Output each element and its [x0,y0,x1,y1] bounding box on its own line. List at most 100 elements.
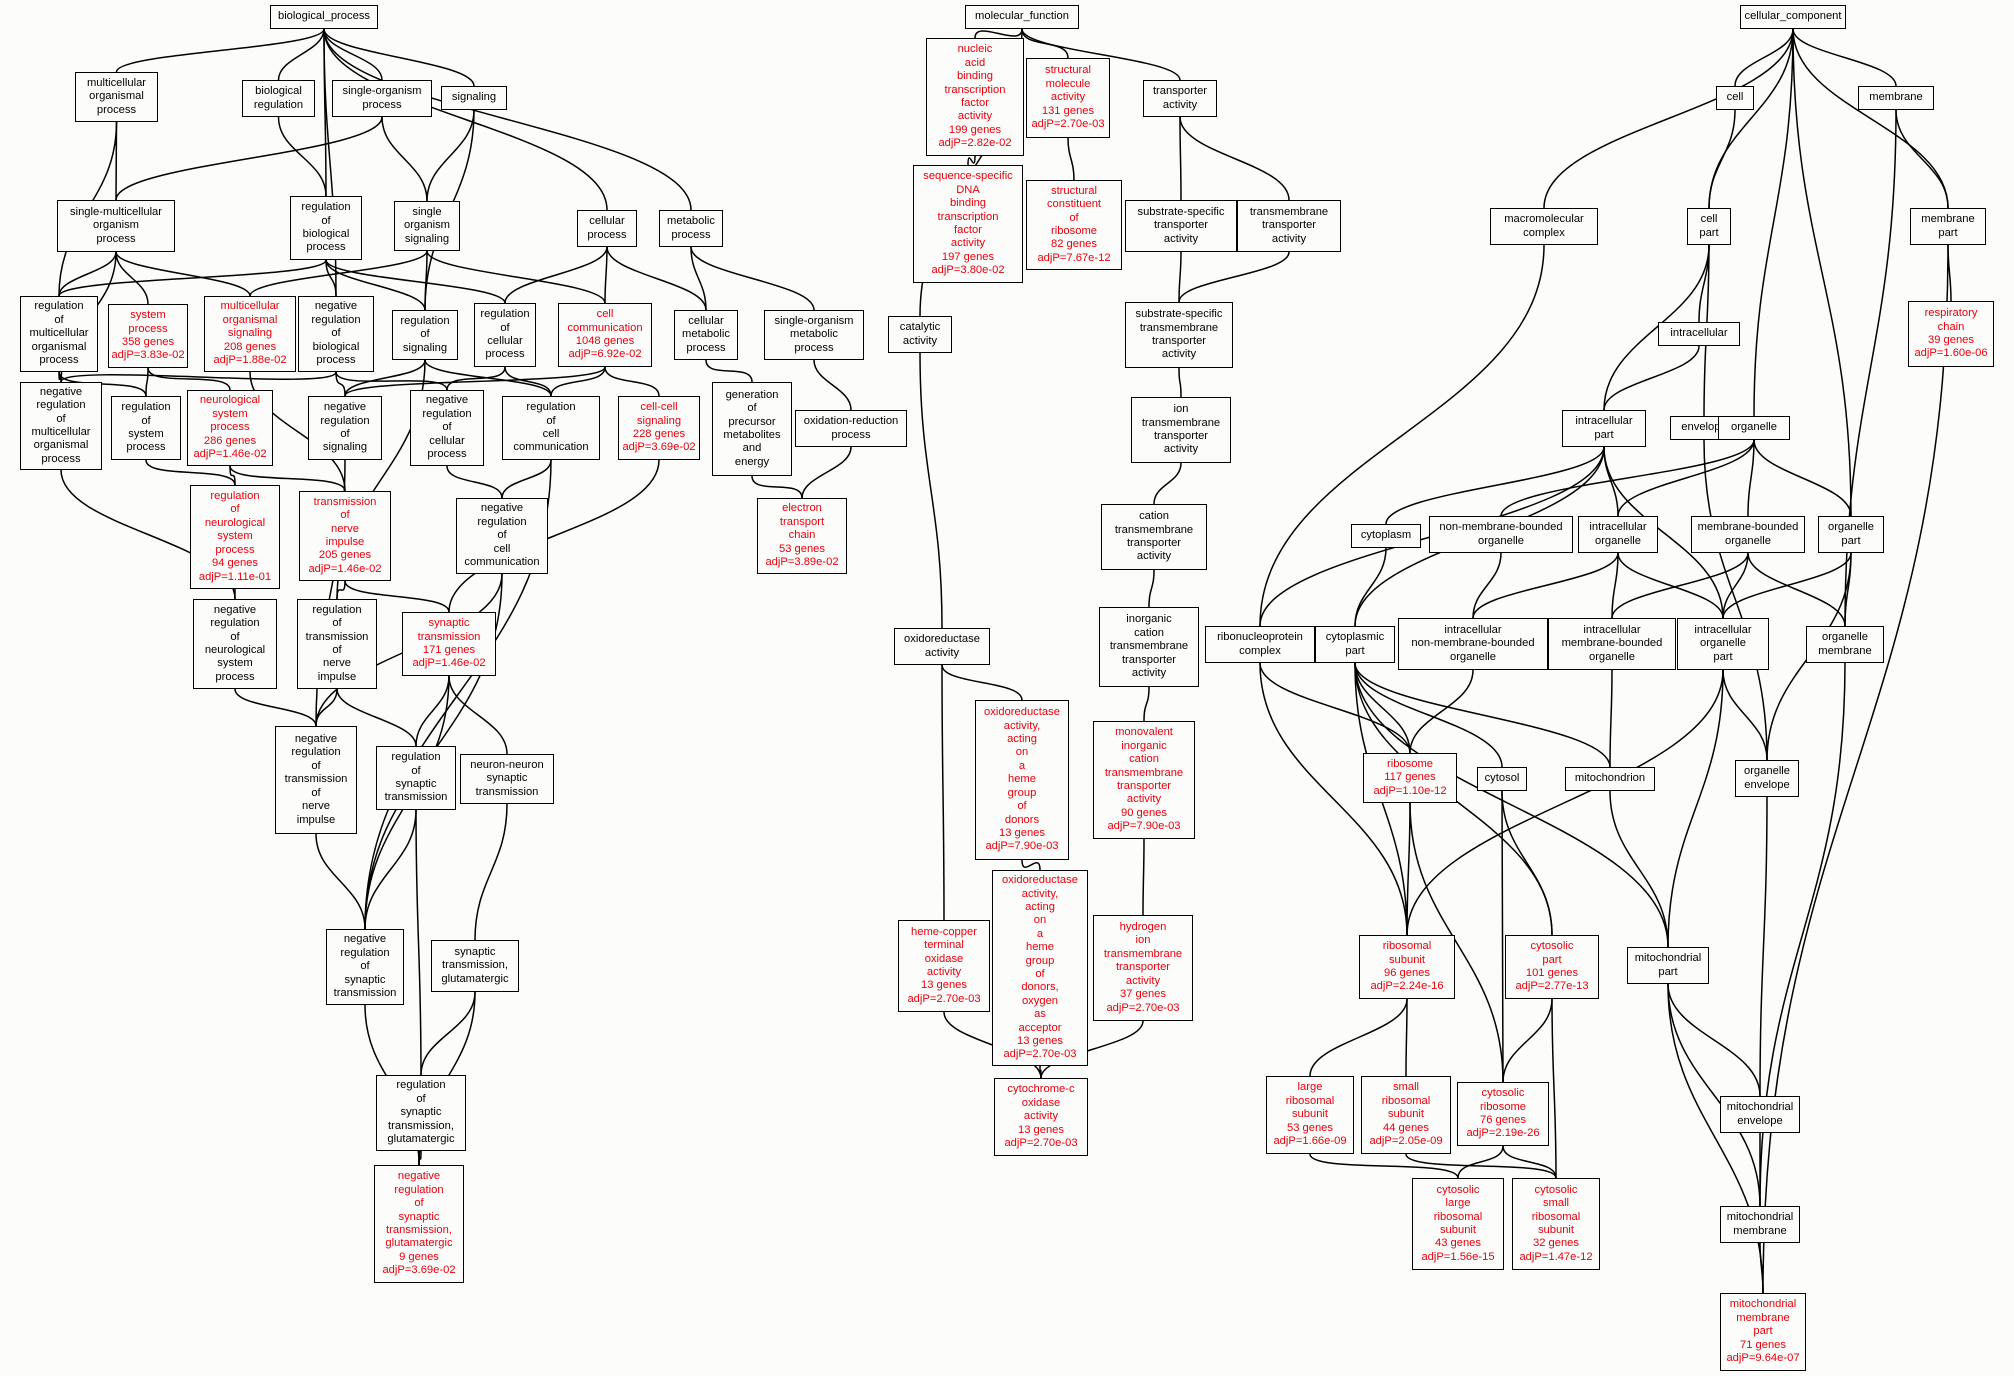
go-term-node-hydrogen[interactable]: hydrogen ion transmembrane transporter a… [1093,915,1193,1021]
go-term-node-resp[interactable]: respiratory chain 39 genes adjP=1.60e-06 [1908,301,1994,367]
go-term-node-regst[interactable]: regulation of synaptic transmission [376,746,456,810]
go-term-node-negregcp[interactable]: negative regulation of cellular process [410,390,484,466]
go-term-node-tmtrans[interactable]: transmembrane transporter activity [1237,200,1341,252]
go-term-node-icnmbo[interactable]: intracellular non-membrane-bounded organ… [1398,618,1548,670]
go-term-node-oxred[interactable]: oxidation-reduction process [795,410,907,447]
go-term-node-orgenv[interactable]: organelle envelope [1735,760,1799,797]
go-term-node-sysproc[interactable]: system process 358 genes adjP=3.83e-02 [108,304,188,368]
go-term-node-oxheme[interactable]: oxidoreductase activity, acting on a hem… [975,700,1069,860]
go-term-node-icorg[interactable]: intracellular organelle [1578,516,1658,553]
go-term-node-regstglu[interactable]: regulation of synaptic transmission, glu… [376,1075,466,1151]
go-term-node-negregtni[interactable]: negative regulation of transmission of n… [275,726,357,834]
go-term-node-ccsig[interactable]: cell-cell signaling 228 genes adjP=3.69e… [618,396,700,460]
go-term-node-tni[interactable]: transmission of nerve impulse 205 genes … [299,491,391,581]
go-term-node-cellmet[interactable]: cellular metabolic process [674,310,738,360]
go-term-node-sstmtrans[interactable]: substrate-specific transmembrane transpo… [1125,302,1233,368]
go-term-node-negregmop[interactable]: negative regulation of multicellular org… [20,382,102,470]
go-term-node-negregsig[interactable]: negative regulation of signaling [308,396,382,460]
go-term-node-nmbo[interactable]: non-membrane-bounded organelle [1429,516,1573,553]
go-term-node-metab[interactable]: metabolic process [659,210,723,247]
go-term-node-regcc[interactable]: regulation of cell communication [502,396,600,460]
go-term-node-mitopart[interactable]: mitochondrial part [1627,947,1709,984]
go-term-node-negregcc[interactable]: negative regulation of cell communicatio… [456,498,548,574]
go-term-node-mitoenv[interactable]: mitochondrial envelope [1720,1096,1800,1133]
go-term-node-cytsrs[interactable]: cytosolic small ribosomal subunit 32 gen… [1512,1178,1600,1270]
go-term-node-stglu[interactable]: synaptic transmission, glutamatergic [431,940,519,992]
go-term-node-cytosol[interactable]: cytosol [1477,767,1527,791]
go-term-node-cytpart[interactable]: cytosolic part 101 genes adjP=2.77e-13 [1505,935,1599,999]
go-term-node-sstrans[interactable]: substrate-specific transporter activity [1125,200,1237,252]
go-term-node-negregst[interactable]: negative regulation of synaptic transmis… [326,929,404,1005]
go-term-node-cell[interactable]: cell [1716,86,1754,110]
go-term-node-mos[interactable]: multicellular organismal signaling 208 g… [204,296,296,372]
go-term-node-cellpart[interactable]: cell part [1687,208,1731,245]
go-term-node-lrs[interactable]: large ribosomal subunit 53 genes adjP=1.… [1266,1076,1354,1154]
go-term-node-genprec[interactable]: generation of precursor metabolites and … [712,382,792,476]
go-term-node-mempart[interactable]: membrane part [1910,208,1986,245]
go-term-node-regneuro[interactable]: regulation of neurological system proces… [190,485,280,589]
edge-smop-to-regmop [58,251,117,297]
go-term-node-iontm[interactable]: ion transmembrane transporter activity [1131,397,1231,463]
go-term-node-bp[interactable]: biological_process [270,5,378,29]
go-term-node-inorgcat[interactable]: inorganic cation transmembrane transport… [1099,607,1199,687]
go-term-node-negregbp[interactable]: negative regulation of biological proces… [298,296,374,372]
go-term-node-oxhemeo2[interactable]: oxidoreductase activity, acting on a hem… [992,870,1088,1066]
go-term-node-mitomempart[interactable]: mitochondrial membrane part 71 genes adj… [1720,1293,1806,1371]
go-term-node-smop[interactable]: single-multicellular organism process [57,200,175,252]
go-term-node-cytrib[interactable]: cytosolic ribosome 76 genes adjP=2.19e-2… [1457,1082,1549,1146]
go-term-node-hemecu[interactable]: heme-copper terminal oxidase activity 13… [898,920,990,1012]
go-term-node-orgmem[interactable]: organelle membrane [1806,626,1884,663]
go-term-node-sos[interactable]: single organism signaling [394,201,460,251]
go-term-node-regbp[interactable]: regulation of biological process [290,196,362,260]
go-term-node-membrane[interactable]: membrane [1858,86,1934,110]
go-term-node-cellproc[interactable]: cellular process [577,210,637,247]
go-term-node-catalytic[interactable]: catalytic activity [888,316,952,353]
go-term-node-nnst[interactable]: neuron-neuron synaptic transmission [460,754,554,804]
go-term-node-mito[interactable]: mitochondrion [1565,767,1655,791]
go-term-node-ribsub[interactable]: ribosomal subunit 96 genes adjP=2.24e-16 [1359,935,1455,999]
go-term-node-cytlrs[interactable]: cytosolic large ribosomal subunit 43 gen… [1412,1178,1504,1270]
go-term-node-regsys[interactable]: regulation of system process [111,396,181,460]
go-term-node-transact[interactable]: transporter activity [1143,80,1217,117]
go-term-node-organelle[interactable]: organelle [1718,416,1790,440]
go-term-node-structmol[interactable]: structural molecule activity 131 genes a… [1026,58,1110,138]
go-term-node-orgpart[interactable]: organelle part [1818,516,1884,553]
go-term-node-monoval[interactable]: monovalent inorganic cation transmembran… [1093,721,1195,839]
go-term-node-ribosome[interactable]: ribosome 117 genes adjP=1.10e-12 [1363,753,1457,803]
go-term-node-etc[interactable]: electron transport chain 53 genes adjP=3… [757,498,847,574]
go-term-node-cytoplasm[interactable]: cytoplasm [1351,524,1421,548]
go-term-node-icpart[interactable]: intracellular part [1562,410,1646,447]
go-term-node-cationtm[interactable]: cation transmembrane transporter activit… [1101,504,1207,570]
go-term-node-structrib[interactable]: structural constituent of ribosome 82 ge… [1026,180,1122,270]
go-term-node-oxidoreductase[interactable]: oxidoreductase activity [894,628,990,665]
go-term-node-cytc[interactable]: cytochrome-c oxidase activity 13 genes a… [994,1078,1088,1156]
go-term-node-syntrans[interactable]: synaptic transmission 171 genes adjP=1.4… [402,612,496,676]
go-term-node-mf[interactable]: molecular_function [965,5,1079,29]
go-term-node-somp[interactable]: single-organism metabolic process [764,310,864,360]
go-term-node-macro[interactable]: macromolecular complex [1490,208,1598,245]
go-term-node-bioreg[interactable]: biological regulation [242,80,315,117]
go-term-node-cellcomm[interactable]: cell communication 1048 genes adjP=6.92e… [558,303,652,367]
go-term-node-negregneuro[interactable]: negative regulation of neurological syst… [193,599,277,689]
go-term-node-regcp[interactable]: regulation of cellular process [474,303,536,367]
go-term-node-negregstglu[interactable]: negative regulation of synaptic transmis… [374,1165,464,1283]
go-term-node-ssdna[interactable]: sequence-specific DNA binding transcript… [913,165,1023,283]
go-term-node-regmop[interactable]: regulation of multicellular organismal p… [20,296,98,372]
go-term-node-nabtf[interactable]: nucleic acid binding transcription facto… [926,38,1024,156]
go-term-node-mbo[interactable]: membrane-bounded organelle [1691,516,1805,553]
go-term-node-srs[interactable]: small ribosomal subunit 44 genes adjP=2.… [1361,1076,1451,1154]
go-term-node-intracell[interactable]: intracellular [1658,322,1740,346]
go-term-node-icmbo[interactable]: intracellular membrane-bounded organelle [1548,618,1676,670]
go-term-node-neurosys[interactable]: neurological system process 286 genes ad… [187,390,273,466]
go-term-node-signaling[interactable]: signaling [441,86,507,110]
go-term-node-multi[interactable]: multicellular organismal process [75,72,158,122]
go-term-node-cytopart[interactable]: cytoplasmic part [1315,626,1395,663]
go-term-node-cc[interactable]: cellular_component [1740,5,1846,29]
go-term-node-singleorg[interactable]: single-organism process [332,80,432,117]
go-term-node-icorgpart[interactable]: intracellular organelle part [1677,618,1769,670]
go-term-node-mitomem[interactable]: mitochondrial membrane [1720,1206,1800,1243]
edge-cellmet-to-genprec [705,359,753,383]
go-term-node-rnp[interactable]: ribonucleoprotein complex [1205,626,1315,663]
go-term-node-regtni[interactable]: regulation of transmission of nerve impu… [297,599,377,689]
go-term-node-regsig[interactable]: regulation of signaling [392,310,458,360]
